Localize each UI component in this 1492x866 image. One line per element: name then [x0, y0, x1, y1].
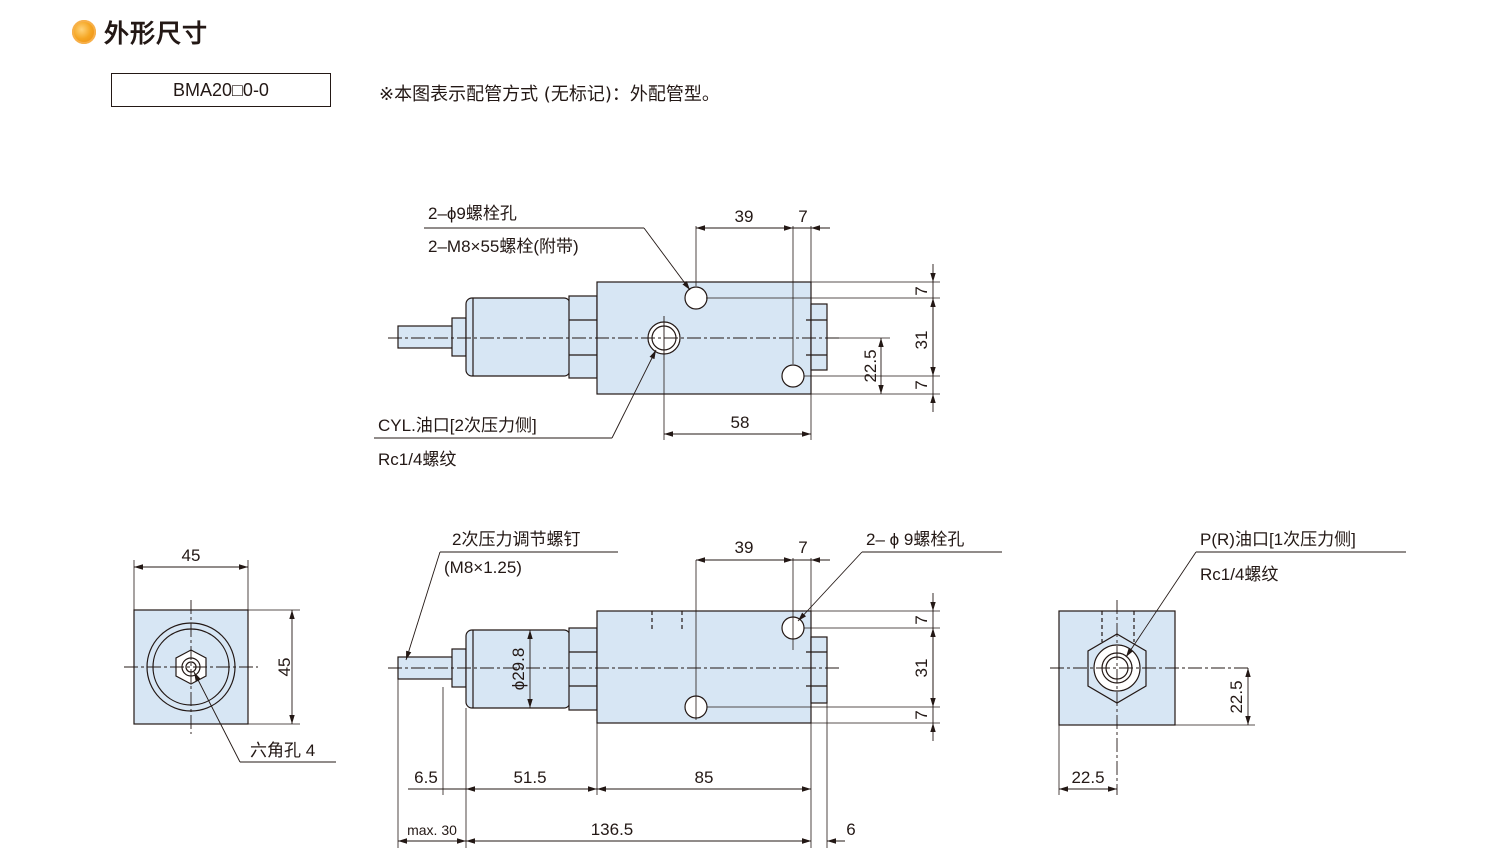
front-dim-7-upper: 7: [912, 615, 931, 624]
front-callout-screw: 2次压力调节螺钉: [452, 530, 580, 549]
top-bolt-hole-2: [781, 364, 805, 388]
front-dim-31: 31: [912, 659, 931, 678]
right-view-text: P(R)油口[1次压力侧] Rc1/4螺纹 22.5 22.5: [1071, 530, 1355, 787]
front-bolt-head: [810, 636, 828, 704]
top-lock-nut: [451, 317, 467, 357]
front-dim-6-5: 6.5: [414, 768, 438, 787]
model-code: BMA20□0-0: [173, 79, 269, 100]
front-dim-136-5: 136.5: [591, 820, 634, 839]
top-dim-22-5: 22.5: [861, 349, 880, 382]
left-callout-hex: 六角孔 4: [250, 741, 315, 760]
front-dim-39: 39: [735, 538, 754, 557]
top-bolt-hole-1: [684, 286, 708, 310]
right-dim-22-5-h: 22.5: [1071, 768, 1104, 787]
orange-bullet-icon: [72, 20, 96, 44]
left-dim-width: 45: [182, 546, 201, 565]
top-dim-7-lower: 7: [912, 380, 931, 389]
top-bolt-head: [810, 303, 828, 371]
top-dim-58: 58: [731, 413, 750, 432]
section-header: 外形尺寸: [72, 14, 208, 50]
top-dim-7-upper: 7: [912, 286, 931, 295]
model-code-box: BMA20□0-0: [111, 73, 331, 107]
top-hex-nut: [568, 295, 598, 379]
top-adjust-screw: [397, 325, 454, 349]
right-callout-thread: Rc1/4螺纹: [1200, 565, 1278, 584]
front-hex-nut: [568, 627, 598, 711]
right-callout-p-port: P(R)油口[1次压力侧]: [1200, 530, 1356, 549]
top-dim-7: 7: [798, 207, 807, 226]
top-dim-39: 39: [735, 207, 754, 226]
front-view-text: 2次压力调节螺钉 (M8×1.25) 2– ϕ 9螺栓孔 39 7 ϕ29.8 …: [407, 530, 964, 839]
left-dim-height: 45: [275, 658, 294, 677]
front-callout-bolt-hole: 2– ϕ 9螺栓孔: [866, 530, 964, 549]
piping-note: ※本图表示配管方式 (无标记)：外配管型。: [379, 84, 720, 105]
left-view: [124, 560, 336, 763]
top-callout-bolt: 2–M8×55螺栓(附带): [428, 237, 579, 256]
left-view-text: 45 45 六角孔 4: [182, 546, 316, 760]
top-cylinder: [465, 297, 571, 377]
top-view: [374, 225, 940, 440]
front-dim-7: 7: [798, 538, 807, 557]
right-dim-22-5-v: 22.5: [1227, 680, 1246, 713]
top-dim-31: 31: [912, 331, 931, 350]
top-callout-thread: Rc1/4螺纹: [378, 450, 456, 469]
top-callout-bolt-hole: 2–ϕ9螺栓孔: [428, 204, 517, 223]
front-dim-phi: ϕ29.8: [509, 648, 528, 691]
front-callout-screw-spec: (M8×1.25): [444, 558, 522, 577]
front-dim-7-lower: 7: [912, 710, 931, 719]
front-dim-max30: max. 30: [407, 822, 457, 838]
front-dim-51-5: 51.5: [513, 768, 546, 787]
front-dim-85: 85: [695, 768, 714, 787]
front-view: [388, 551, 1002, 848]
section-title: 外形尺寸: [104, 19, 209, 48]
front-dim-6: 6: [846, 820, 855, 839]
top-callout-cyl-port: CYL.油口[2次压力侧]: [378, 416, 537, 435]
top-view-text: 2–ϕ9螺栓孔 2–M8×55螺栓(附带) CYL.油口[2次压力侧] Rc1/…: [378, 204, 931, 469]
right-view: [1050, 551, 1406, 795]
